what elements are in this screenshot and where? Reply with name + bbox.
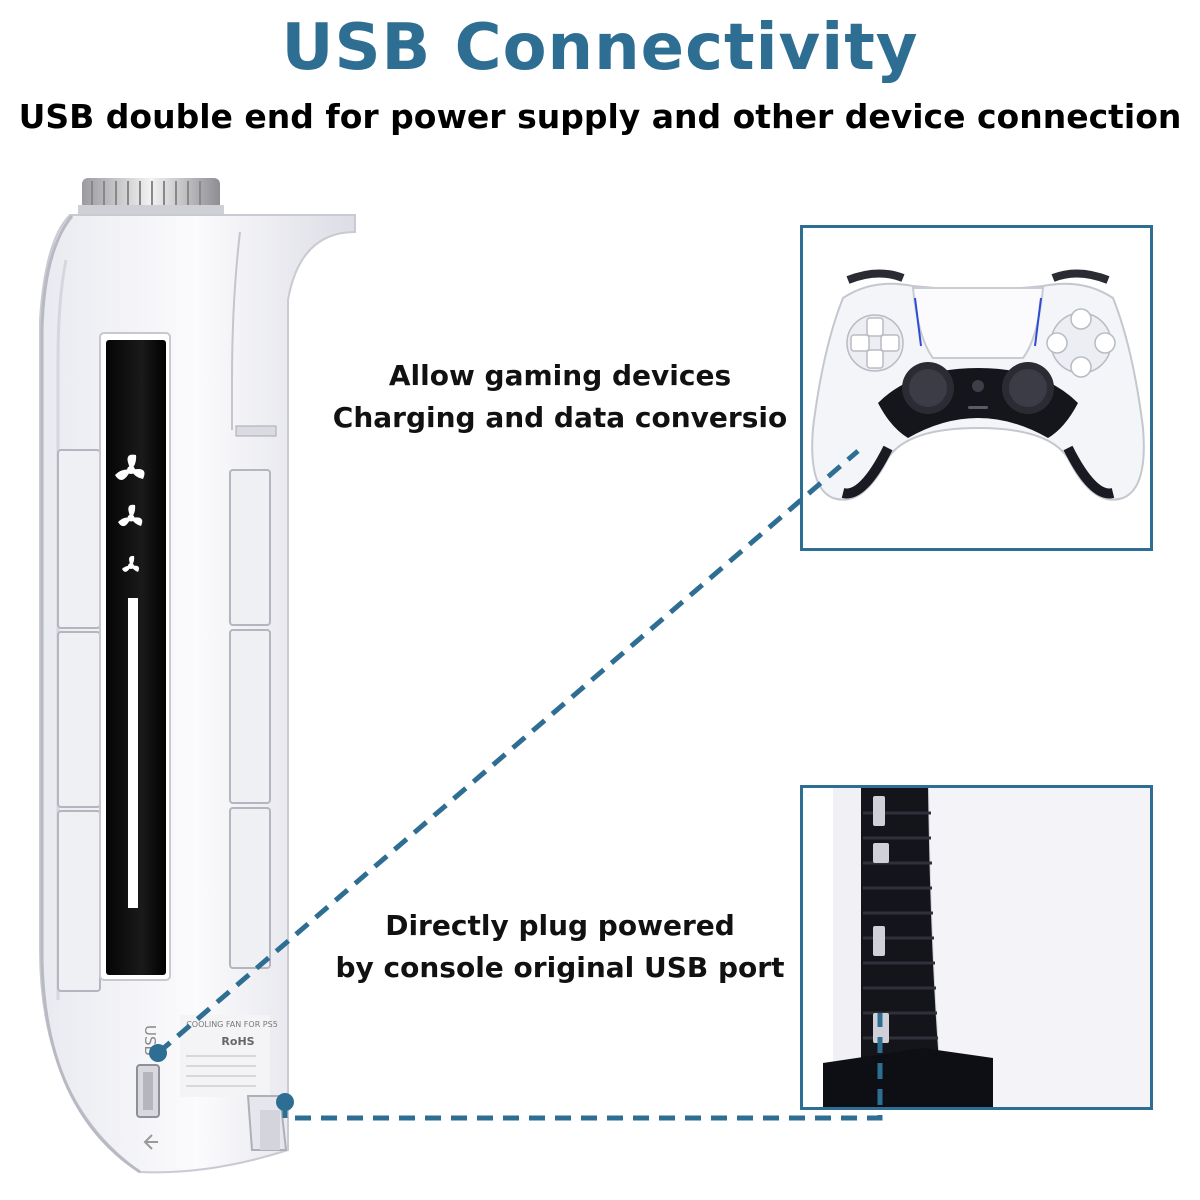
- rohs-label: RoHS: [221, 1035, 254, 1048]
- console-photo: [800, 785, 1153, 1110]
- caption-line: by console original USB port: [335, 951, 785, 984]
- controller-photo: [800, 225, 1153, 551]
- page-subtitle: USB double end for power supply and othe…: [18, 97, 1182, 136]
- caption-line: Allow gaming devices: [388, 359, 732, 392]
- page-title: USB Connectivity: [281, 11, 919, 85]
- caption-line: Charging and data conversio: [332, 401, 788, 434]
- product-label: COOLING FAN FOR PS5: [186, 1020, 278, 1029]
- controller-image: [811, 269, 1145, 501]
- fan-icon: [122, 555, 140, 572]
- controller-caption: Allow gaming devices Charging and data c…: [330, 355, 790, 439]
- usb-port-label: USB: [141, 1025, 159, 1056]
- caption-line: Directly plug powered: [385, 909, 735, 942]
- console-caption: Directly plug powered by console origina…: [330, 905, 790, 989]
- fan-icon: [115, 454, 145, 480]
- fan-icon: [118, 504, 143, 527]
- console-image: [823, 788, 1150, 1107]
